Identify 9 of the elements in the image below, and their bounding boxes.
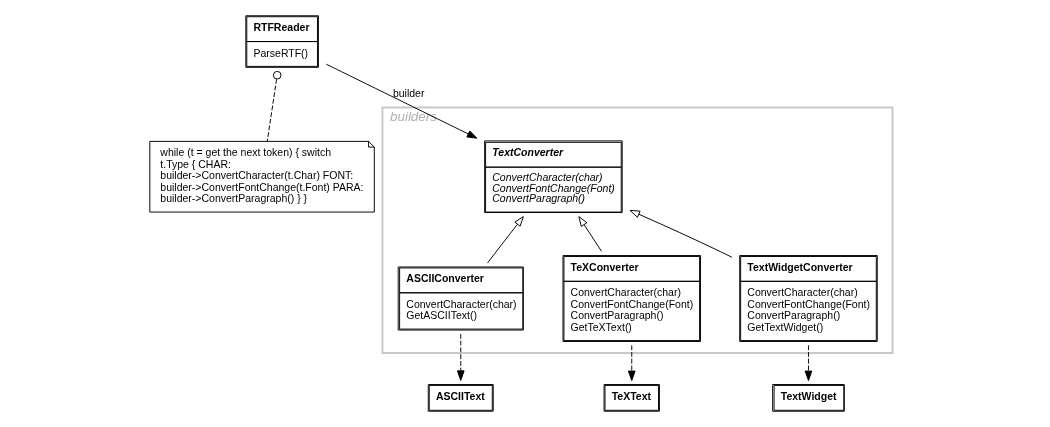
arrow (578, 216, 602, 252)
arrow (456, 333, 465, 381)
arrow (487, 216, 524, 264)
arrow (629, 209, 733, 258)
arrow (804, 344, 813, 382)
arrow (627, 344, 636, 382)
edge-label: builder (392, 86, 425, 99)
arrow (325, 63, 478, 139)
connector (266, 70, 282, 142)
